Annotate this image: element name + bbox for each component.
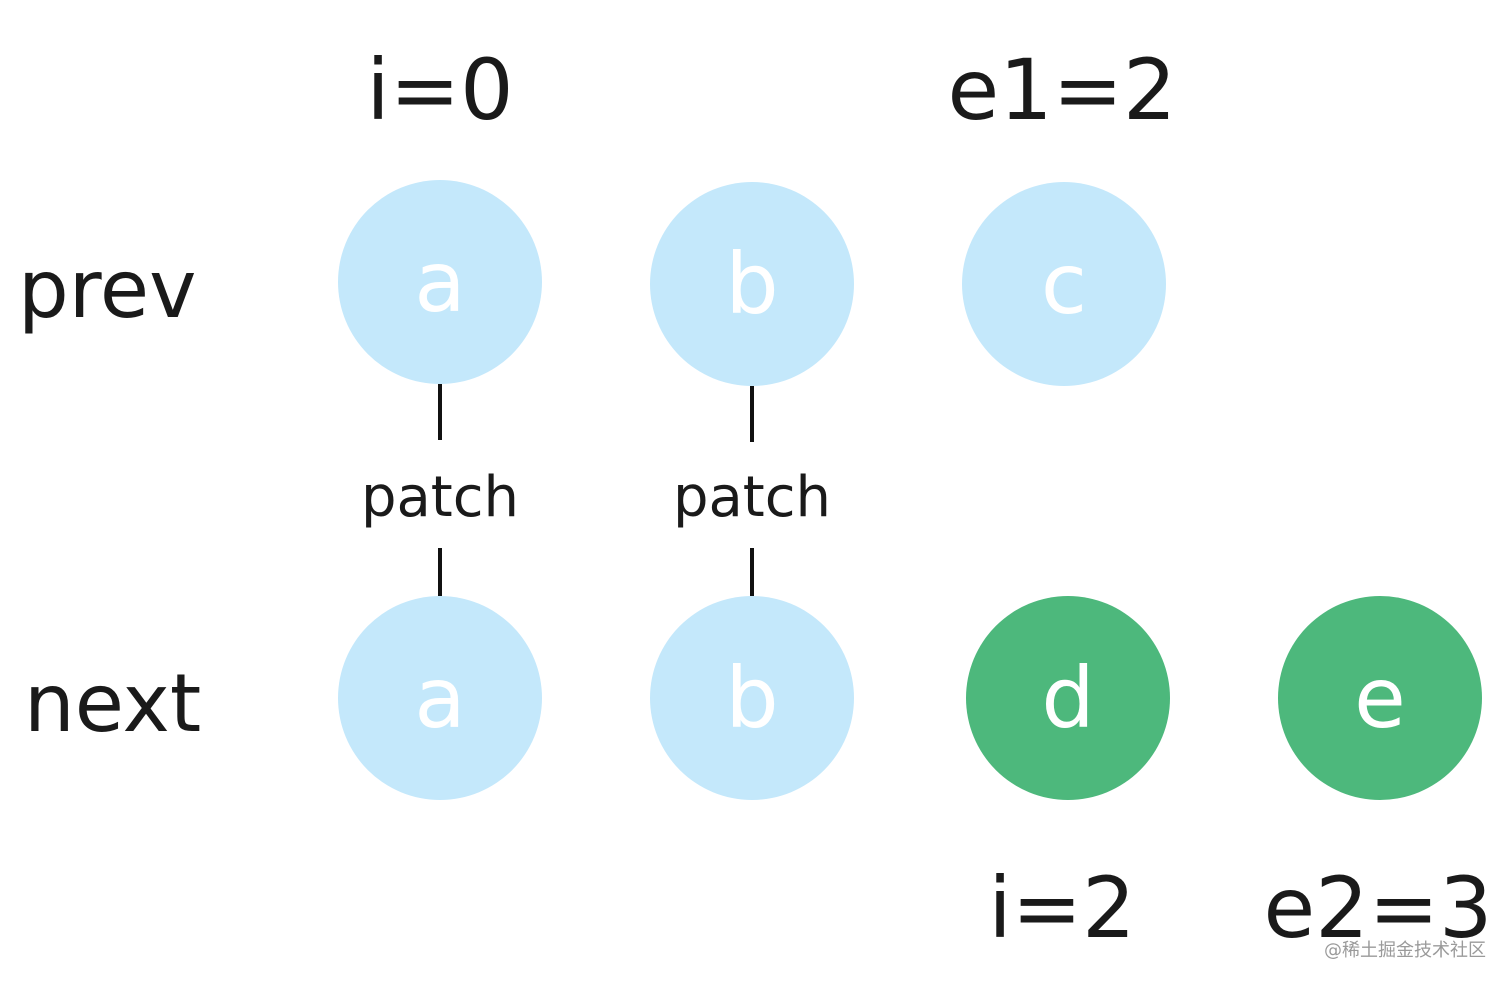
patch-connector-a-bottom bbox=[438, 548, 442, 596]
prev-node-b: b bbox=[650, 182, 854, 386]
pointer-i-end: i=2 bbox=[988, 859, 1136, 957]
patch-connector-b-bottom bbox=[750, 548, 754, 596]
prev-node-a: a bbox=[338, 180, 542, 384]
pointer-i-start: i=0 bbox=[366, 41, 514, 139]
pointer-e1: e1=2 bbox=[947, 41, 1177, 139]
watermark-text: @稀土掘金技术社区 bbox=[1324, 940, 1486, 961]
pointer-e2: e2=3 bbox=[1263, 859, 1493, 957]
row-label-next: next bbox=[24, 657, 202, 750]
prev-node-c: c bbox=[962, 182, 1166, 386]
next-node-a: a bbox=[338, 596, 542, 800]
patch-connector-a-top bbox=[438, 384, 442, 440]
row-label-prev: prev bbox=[18, 243, 197, 336]
patch-label-b: patch bbox=[672, 465, 832, 530]
patch-connector-b-top bbox=[750, 386, 754, 442]
patch-label-a: patch bbox=[360, 465, 520, 530]
next-node-d: d bbox=[966, 596, 1170, 800]
next-node-b: b bbox=[650, 596, 854, 800]
next-node-e: e bbox=[1278, 596, 1482, 800]
